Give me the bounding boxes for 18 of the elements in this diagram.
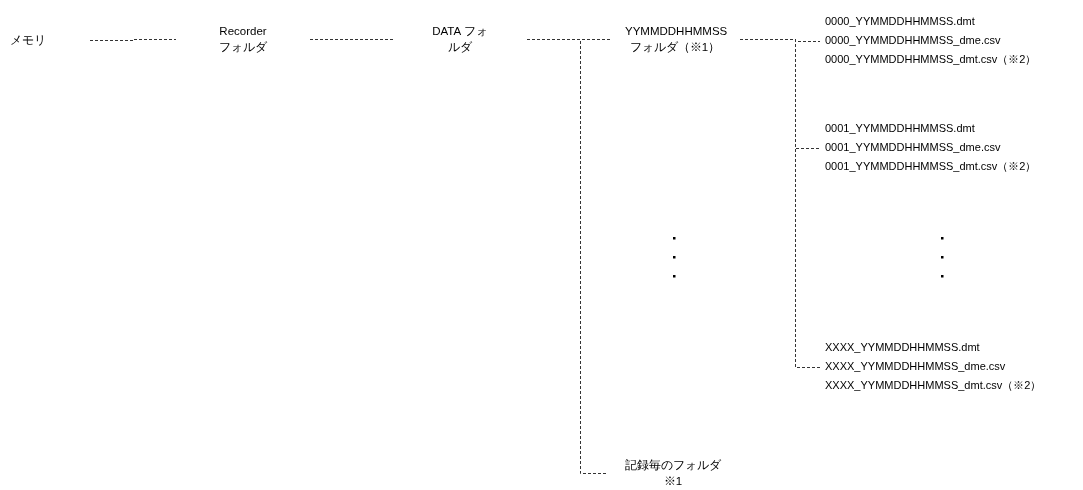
file-name: 0001_YYMMDDHHMMSS_dmt.csv（※2） (825, 159, 1038, 174)
folder-name: 記録毎のフォルダ※1 (625, 458, 721, 489)
connector-line (526, 39, 609, 474)
file-name: 0001_YYMMDDHHMMSS.dmt (825, 121, 976, 136)
file-name: 0000_YYMMDDHHMMSS.dmt (825, 14, 976, 29)
file-name: 0000_YYMMDDHHMMSS_dme.csv (825, 33, 1002, 48)
file-name: XXXX_YYMMDDHHMMSS.dmt (825, 340, 981, 355)
file-name: 0001_YYMMDDHHMMSS_dme.csv (825, 140, 1002, 155)
connector-line (89, 39, 177, 41)
connector-line (739, 39, 821, 368)
memory-label: メモリ (10, 33, 46, 48)
file-name: 0000_YYMMDDHHMMSS_dmt.csv（※2） (825, 52, 1038, 67)
folder-name: DATA フォルダ (431, 24, 489, 55)
folder-name: Recorder フォルダ (218, 24, 268, 55)
connector-line (309, 39, 394, 40)
file-name: XXXX_YYMMDDHHMMSS_dmt.csv（※2） (825, 378, 1043, 393)
folder-name: YYMMDDHHMMSS フォルダ（※1） (625, 24, 725, 55)
file-name: XXXX_YYMMDDHHMMSS_dme.csv (825, 359, 1007, 374)
